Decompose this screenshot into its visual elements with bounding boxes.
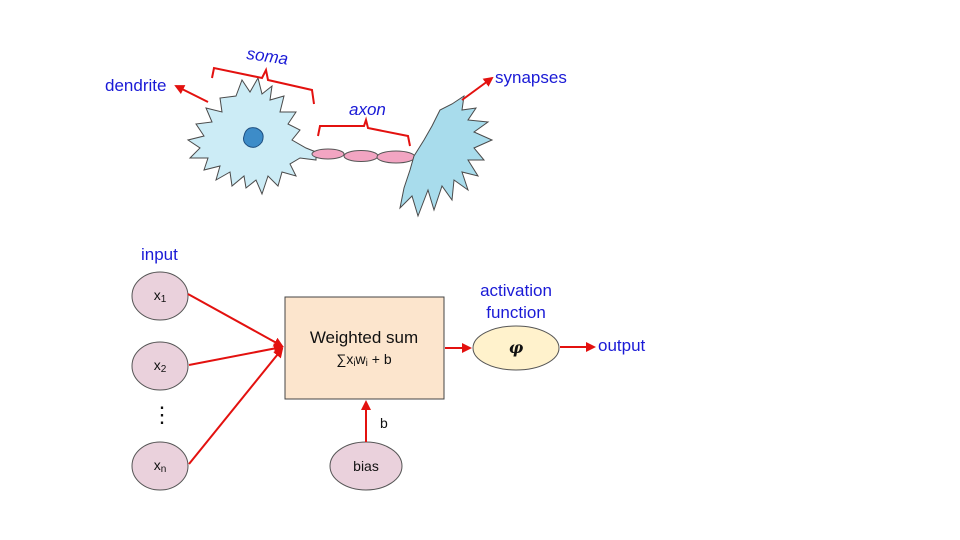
- input-x2-text: x2: [153, 357, 167, 375]
- synapses-label: synapses: [495, 68, 567, 87]
- edge-xn-sum: [188, 347, 284, 465]
- dendrite-arrow: [174, 85, 209, 103]
- input-x1-text: x1: [153, 287, 167, 305]
- bias-node-label: bias: [353, 458, 379, 474]
- weighted-sum-formula: ∑xiwi + b: [336, 351, 392, 369]
- axon-segment-1: [311, 148, 345, 160]
- input-xn-text: xn: [153, 457, 167, 475]
- dendrite-label: dendrite: [105, 76, 167, 95]
- vertical-ellipsis: ⋮: [151, 402, 173, 427]
- weighted-sum-title: Weighted sum: [309, 328, 419, 347]
- axon-brace: [317, 116, 411, 147]
- axon-segment-2: [343, 150, 379, 162]
- edge-x1-sum: [187, 293, 284, 347]
- activation-node: [472, 325, 560, 371]
- input-node-x2: [131, 341, 189, 391]
- soma-brace: [211, 66, 315, 105]
- input-label: input: [141, 245, 178, 264]
- axon-segment-3: [376, 150, 416, 164]
- edge-x2-sum: [188, 343, 284, 366]
- soma-nucleus: [243, 127, 264, 148]
- activation-label-line1: activation: [480, 281, 552, 300]
- weighted-sum-box: [284, 296, 445, 400]
- activation-symbol: φ: [508, 338, 524, 357]
- output-label: output: [598, 336, 646, 355]
- input-node-x1: [131, 271, 189, 321]
- synapses-arrow: [461, 76, 494, 101]
- axon-label: axon: [349, 100, 386, 119]
- bias-edge-label: b: [380, 415, 388, 431]
- perceptron-diagram: [131, 271, 596, 491]
- activation-label-line2: function: [486, 303, 546, 322]
- axon-terminal-shape: [399, 94, 494, 218]
- input-node-xn: [131, 441, 189, 491]
- neuron-illustration: [174, 66, 494, 218]
